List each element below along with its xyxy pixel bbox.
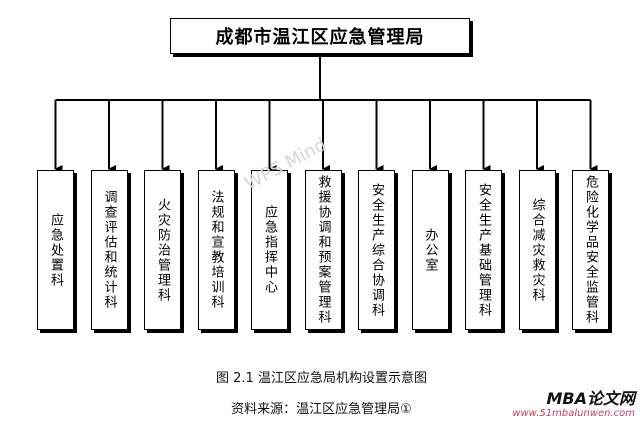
department-box: 救援协调和预案管理科 <box>304 170 342 330</box>
department-label: 调查评估和统计科 <box>101 190 117 310</box>
department-label: 法规和宣教培训科 <box>208 190 224 310</box>
department-label: 安全生产综合协调科 <box>369 182 384 318</box>
department-box: 火灾防治管理科 <box>144 170 181 330</box>
department-label: 火灾防治管理科 <box>155 197 170 303</box>
department-label: 危险化学品安全监管科 <box>583 175 598 325</box>
department-box: 办公室 <box>411 170 449 330</box>
department-box: 法规和宣教培训科 <box>197 170 235 330</box>
site-logo: MBA论文网 www.51mbalunwen.com <box>512 389 635 420</box>
figure-caption: 图 2.1 温江区应急局机构设置示意图 <box>216 371 427 386</box>
department-box: 调查评估和统计科 <box>90 170 128 330</box>
department-label: 办公室 <box>422 227 438 273</box>
org-connector-lines <box>54 54 598 173</box>
department-box: 安全生产基础管理科 <box>465 170 502 330</box>
site-logo-url: www.51mbalunwen.com <box>512 408 635 419</box>
site-logo-main: MBA论文网 <box>546 389 635 408</box>
department-box: 安全生产综合协调科 <box>358 170 395 330</box>
department-label: 安全生产基础管理科 <box>476 182 491 318</box>
figure-source: 资料来源：温江区应急管理局① <box>231 402 412 417</box>
department-box: 应急处置科 <box>37 170 74 330</box>
department-box: 危险化学品安全监管科 <box>572 170 609 330</box>
org-root-box: 成都市温江区应急管理局 <box>170 18 470 54</box>
department-box: 综合减灾救灾科 <box>518 170 556 330</box>
department-label: 救援协调和预案管理科 <box>315 175 331 325</box>
department-label: 综合减灾救灾科 <box>529 197 545 303</box>
department-box: 应急指挥中心 <box>251 170 288 330</box>
org-root-label: 成都市温江区应急管理局 <box>215 27 425 48</box>
department-label: 应急处置科 <box>48 212 63 288</box>
department-label: 应急指挥中心 <box>262 205 277 295</box>
